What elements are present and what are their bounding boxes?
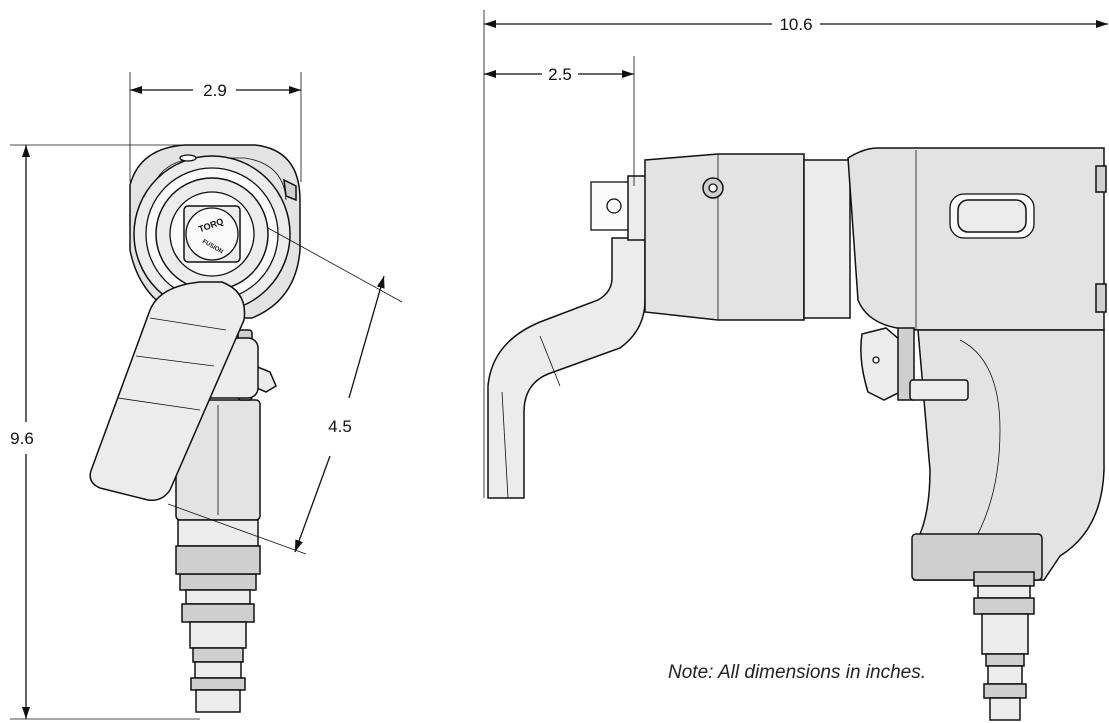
side-air-fitting — [973, 571, 1035, 721]
side-grip — [911, 329, 1105, 581]
side-nose — [644, 153, 851, 321]
dim-label-handle-length: 4.5 — [328, 417, 352, 436]
dim-overall-height: 9.6 — [10, 144, 200, 720]
front-view: TORQ FUSION 2.9 9.6 — [10, 72, 403, 720]
dim-label-overall-length: 10.6 — [779, 15, 812, 34]
side-motor-housing — [847, 147, 1107, 331]
units-note: Note: All dimensions in inches. — [668, 662, 927, 683]
dim-label-overall-height: 9.6 — [10, 429, 34, 448]
front-reaction-arm — [89, 281, 246, 502]
front-air-fitting — [179, 573, 257, 713]
side-anvil — [590, 175, 647, 241]
front-handle-body — [175, 399, 261, 575]
dim-label-anvil-offset: 2.5 — [548, 65, 572, 84]
dim-anvil-offset: 2.5 — [484, 56, 635, 186]
dim-label-front-width: 2.9 — [203, 81, 227, 100]
side-trigger — [860, 327, 969, 401]
dim-front-width: 2.9 — [129, 72, 302, 182]
side-reaction-arm — [487, 237, 646, 499]
dim-overall-length: 10.6 — [483, 10, 1108, 498]
side-view: 10.6 2.5 — [483, 10, 1108, 721]
front-head: TORQ FUSION — [129, 144, 301, 319]
dim-handle-length: 4.5 — [167, 227, 403, 555]
